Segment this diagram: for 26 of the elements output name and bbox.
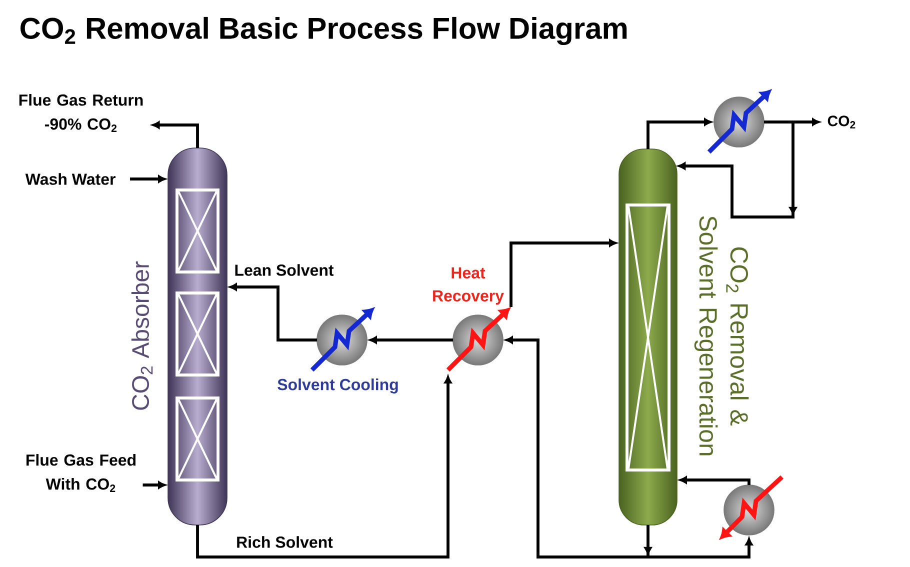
flow-arrow bbox=[793, 118, 820, 126]
heat-exchanger-symbol bbox=[707, 90, 771, 154]
edge-label: Rich Solvent bbox=[234, 534, 334, 550]
flow-arrow bbox=[648, 538, 753, 558]
equipment-label: Solvent Cooling bbox=[278, 378, 398, 394]
flow-arrow bbox=[679, 476, 750, 485]
title: CO$_{2}$ Removal Basic Process Flow Diagram bbox=[20, 16, 627, 46]
equipment-label: Heat Recovery bbox=[433, 267, 504, 305]
edge-label: Lean Solvent bbox=[232, 262, 336, 278]
flow-arrow bbox=[505, 336, 648, 558]
heat-exchanger-symbol bbox=[720, 475, 784, 539]
stream-label: CO$_{2}$ bbox=[828, 116, 856, 128]
stream-label: Flue Gas Feed With CO$_{2}$ bbox=[26, 454, 136, 492]
flow-arrow bbox=[678, 122, 797, 218]
flow-arrow bbox=[510, 239, 617, 307]
flow-arrow bbox=[130, 175, 166, 183]
flow-arrow bbox=[646, 118, 712, 149]
flow-arrow bbox=[369, 336, 453, 344]
flow-arrow bbox=[152, 121, 199, 148]
equipment-label: CO$_{2}$ Absorber bbox=[131, 261, 153, 410]
flow-arrow bbox=[644, 525, 652, 557]
stream-label: Flue Gas Return -90% CO$_{2}$ bbox=[19, 94, 143, 132]
stream-label: Wash Water bbox=[25, 173, 116, 185]
flow-arrow bbox=[229, 283, 317, 342]
flow-arrow bbox=[142, 481, 166, 489]
flow-arrow bbox=[196, 376, 452, 558]
